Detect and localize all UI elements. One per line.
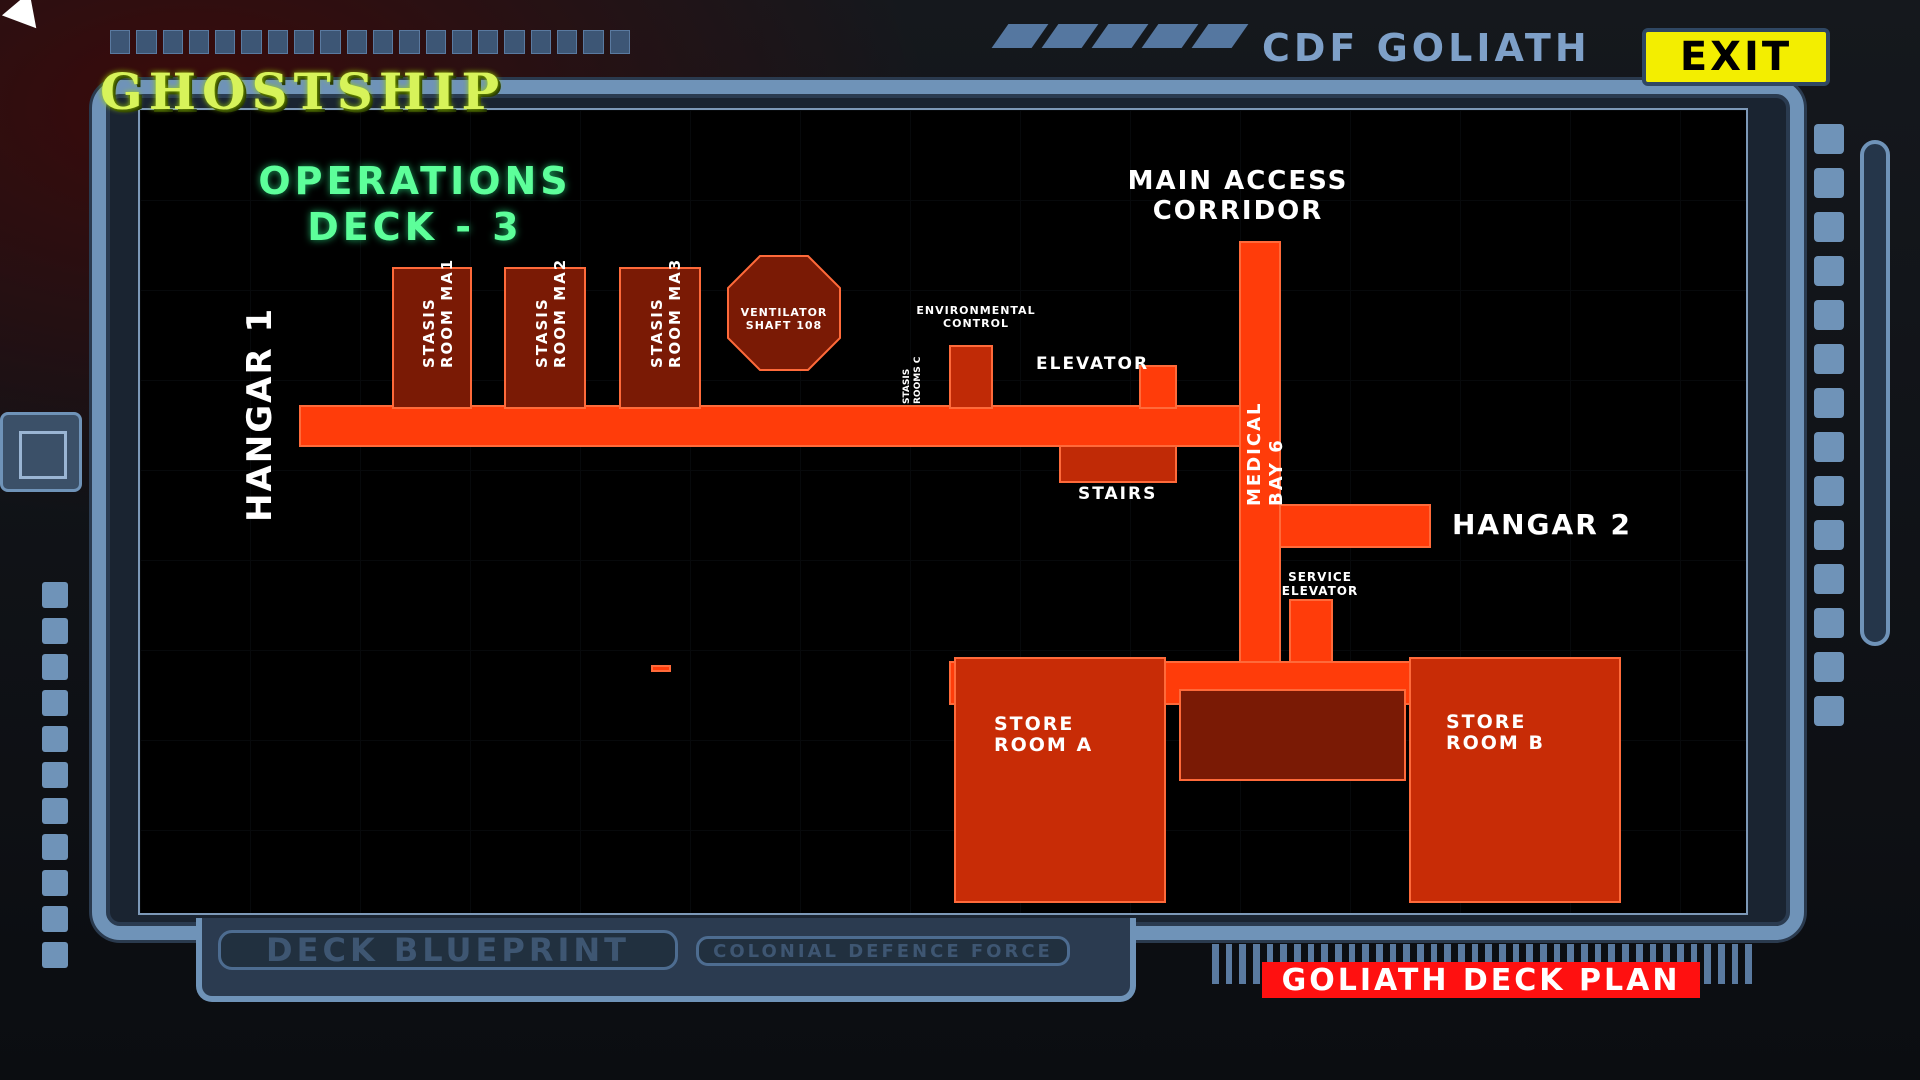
top-slant-decor: [991, 24, 1249, 48]
label-hangar-2: HANGAR 2: [1452, 508, 1632, 541]
store-room-b-shape: [1409, 657, 1621, 903]
label-elevator: ELEVATOR: [1036, 354, 1150, 374]
stasis-room-ma3-shape: [619, 267, 701, 409]
label-stairs: STAIRS: [1078, 484, 1158, 504]
label-hangar-1: HANGAR 1: [240, 306, 280, 522]
exit-button[interactable]: EXIT: [1642, 28, 1830, 86]
elevator-shape: [1139, 365, 1177, 409]
top-decor-strip: [110, 30, 630, 54]
main-access-corridor-shape: [1239, 241, 1281, 693]
ship-name: CDF GOLIATH: [1262, 26, 1591, 70]
left-panel-icon: [0, 412, 82, 492]
deck-blueprint-label: DECK BLUEPRINT: [218, 930, 678, 970]
main-corridor-shape: [299, 405, 1281, 447]
deck-title: OPERATIONS DECK - 3: [258, 159, 572, 249]
ghostship-logo: GHOSTSHIP: [100, 62, 506, 121]
store-room-a-shape: [954, 657, 1166, 903]
stasis-room-ma2-shape: [504, 267, 586, 409]
stairs-shape: [1059, 445, 1177, 483]
org-label: COLONIAL DEFENCE FORCE: [696, 936, 1070, 966]
hangar2-branch-shape: [1279, 504, 1431, 548]
right-scroll-rail[interactable]: [1860, 140, 1890, 646]
deck-map: [299, 241, 1621, 903]
goliath-deck-plan-label: GOLIATH DECK PLAN: [1262, 962, 1700, 998]
right-square-column: [1814, 124, 1844, 726]
ventilator-shaft-shape: [727, 255, 841, 371]
environmental-control-shape: [949, 345, 993, 409]
stasis-room-ma1-shape: [392, 267, 472, 409]
map-marker-shape: [651, 665, 671, 672]
left-square-column: [42, 582, 68, 968]
center-store-block-shape: [1179, 689, 1406, 781]
